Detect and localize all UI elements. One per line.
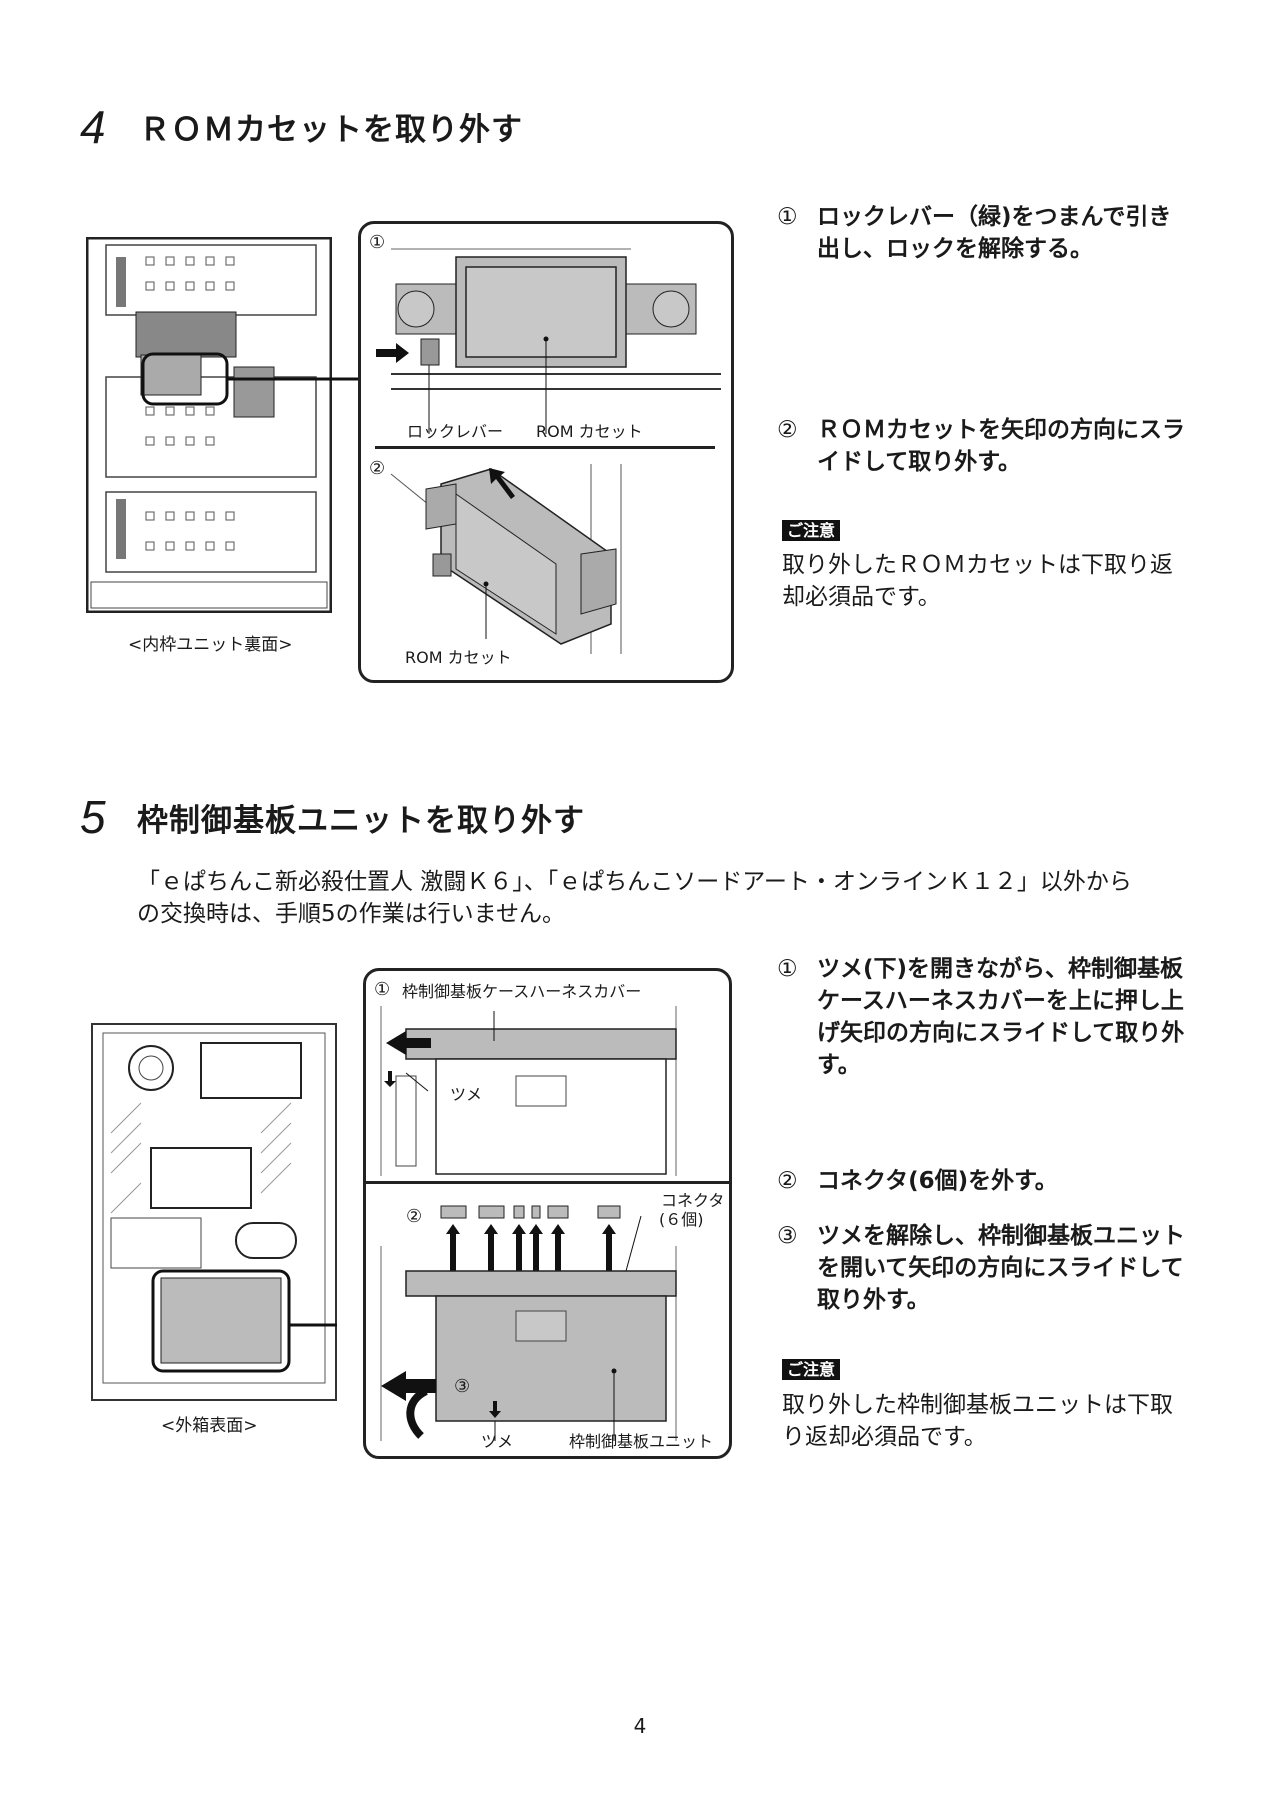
rom-cassette-top-view [376, 248, 721, 434]
step-line: ロックレバー（緑)をつまんで引き [817, 204, 1172, 230]
section-5-intro: 「ｅぱちんこ新必殺仕置人 激闘Ｋ６」、「ｅぱちんこソードアート・オンラインＫ１２… [137, 866, 1132, 930]
inner-frame-unit-caption: <内枠ユニット裏面> [128, 635, 293, 655]
step-2-marker: ② [406, 1206, 423, 1227]
section-4-number: 4 [80, 101, 106, 153]
connector-label: コネクタ [661, 1191, 725, 1210]
step-marker: ② [777, 1168, 798, 1194]
step-line: 取り外す。 [817, 1287, 930, 1313]
step-marker: ① [777, 956, 798, 982]
step-line: イドして取り外す。 [817, 449, 1022, 475]
section-5-title: 枠制御基板ユニットを取り外す [137, 803, 585, 839]
inner-frame-unit-diagram [86, 237, 332, 613]
rom-cassette-label-top: ROM カセット [536, 422, 643, 441]
caution-line: 取り外した枠制御基板ユニットは下取 [782, 1392, 1173, 1418]
step-line: 出し、ロックを解除する。 [817, 236, 1093, 262]
step-line: を開いて矢印の方向にスライドして [817, 1255, 1184, 1281]
caution-line: り返却必須品です。 [782, 1424, 987, 1450]
step-marker: ① [777, 204, 798, 230]
section-4-step-1: ① ロックレバー（緑)をつまんで引き 出し、ロックを解除する。 [777, 201, 1171, 265]
caution-line: 却必須品です。 [782, 584, 941, 610]
outer-box-front-diagram [91, 1023, 337, 1401]
section-5-number: 5 [80, 791, 106, 843]
rom-cassette-slide-view [390, 464, 622, 654]
step-line: ＲＯＭカセットを矢印の方向にスラ [817, 417, 1185, 443]
caution-badge: ご注意 [782, 520, 841, 541]
step-marker: ② [777, 417, 798, 443]
step-line: コネクタ(6個)を外す。 [817, 1168, 1058, 1194]
caution-badge: ご注意 [782, 1359, 841, 1380]
step-line: げ矢印の方向にスライドして取り外 [817, 1020, 1185, 1046]
control-board-detail-box: ① 枠制御基板ケースハーネスカバー ツメ ② コネクタ (６個) [363, 968, 732, 1459]
harness-cover-view [380, 1006, 677, 1176]
step-line: ツメを解除し、枠制御基板ユニット [817, 1223, 1185, 1249]
section-5-step-3: ③ ツメを解除し、枠制御基板ユニット を開いて矢印の方向にスライドして 取り外す… [777, 1220, 1185, 1316]
outer-box-caption: <外箱表面> [161, 1416, 258, 1436]
step-marker: ③ [777, 1223, 798, 1249]
caution-text: 取り外したＲＯＭカセットは下取り返 却必須品です。 [782, 549, 1173, 613]
connector-and-unit-view [380, 1205, 677, 1441]
step-line: す。 [817, 1052, 861, 1078]
step-2-marker: ② [369, 458, 386, 479]
rom-cassette-label-slide: ROM カセット [405, 648, 512, 667]
step-line: ツメ(下)を開きながら、枠制御基板 [817, 956, 1184, 982]
callout-line [330, 377, 362, 381]
section-5-step-1: ① ツメ(下)を開きながら、枠制御基板 ケースハーネスカバーを上に押し上 げ矢印… [777, 953, 1184, 1081]
section-4-step-2: ② ＲＯＭカセットを矢印の方向にスラ イドして取り外す。 [777, 414, 1185, 478]
caution-text: 取り外した枠制御基板ユニットは下取 り返却必須品です。 [782, 1389, 1173, 1453]
claw-label-top: ツメ [450, 1085, 483, 1104]
harness-cover-label: 枠制御基板ケースハーネスカバー [402, 982, 642, 1001]
caution-line: 取り外したＲＯＭカセットは下取り返 [782, 552, 1173, 578]
connector-count: (６個) [659, 1210, 704, 1229]
step-3-marker: ③ [454, 1376, 471, 1397]
section-4-title: ＲＯＭカセットを取り外す [139, 112, 523, 148]
step-1-marker: ① [369, 232, 386, 253]
divider [366, 1181, 729, 1184]
claw-label-bottom: ツメ [481, 1432, 514, 1451]
lock-lever-label: ロックレバー [407, 422, 504, 441]
rom-cassette-detail-box: ① ロックレバー ROM カセット ② ROM カセット [358, 221, 734, 683]
section-5-step-2: ② コネクタ(6個)を外す。 [777, 1165, 1058, 1197]
divider [375, 446, 715, 449]
page-number: 4 [633, 1714, 647, 1738]
step-line: ケースハーネスカバーを上に押し上 [817, 988, 1184, 1014]
intro-line: の交換時は、手順5の作業は行いません。 [137, 901, 565, 927]
step-1-marker: ① [374, 979, 391, 1000]
control-board-unit-label: 枠制御基板ユニット [569, 1432, 714, 1451]
intro-line: 「ｅぱちんこ新必殺仕置人 激闘Ｋ６」、「ｅぱちんこソードアート・オンラインＫ１２… [137, 869, 1132, 895]
